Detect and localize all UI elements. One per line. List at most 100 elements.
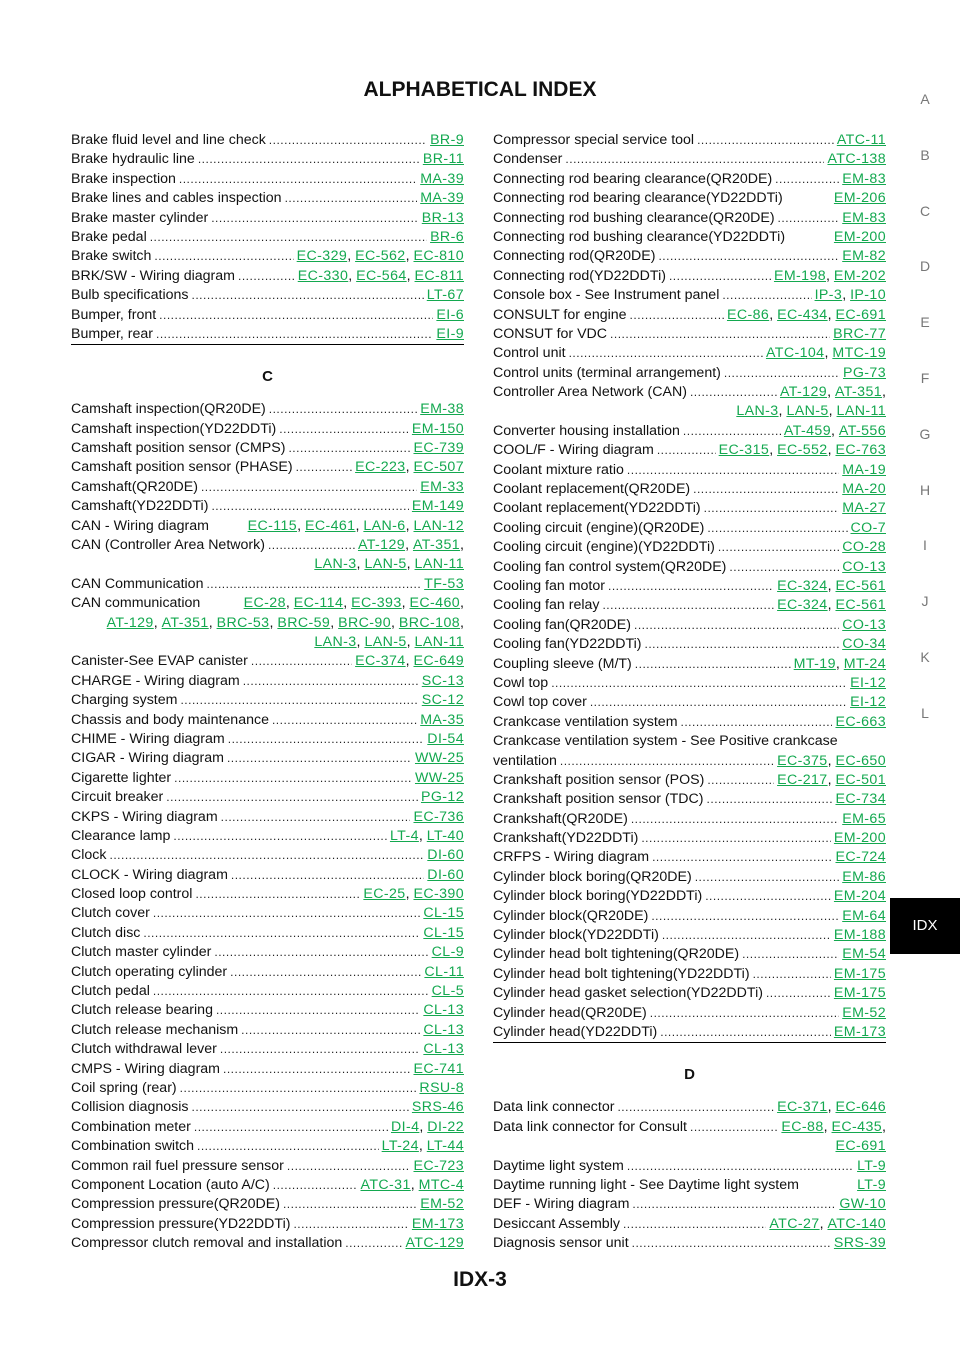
page-ref-link[interactable]: EM-150 [411,420,464,437]
page-ref-link[interactable]: EC-723 [413,1157,464,1174]
page-ref-link[interactable]: EC-374 [355,653,406,670]
page-ref-link[interactable]: CO-34 [842,636,886,653]
page-ref-link[interactable]: MA-20 [842,481,886,498]
page-ref-link[interactable]: LAN-5 [364,633,407,650]
page-ref-link[interactable]: EM-200 [833,228,886,245]
page-ref-link[interactable]: CL-11 [424,963,464,980]
page-ref-link[interactable]: ATC-129 [405,1235,464,1252]
page-ref-link[interactable]: EM-86 [842,868,886,885]
page-ref-link[interactable]: EC-736 [413,808,464,825]
page-ref-link[interactable]: ATC-11 [836,132,886,148]
page-ref-link[interactable]: LAN-3 [314,633,357,650]
section-tab-c[interactable]: C [919,202,931,219]
page-ref-link[interactable]: AT-351 [834,384,883,401]
section-tab-j[interactable]: J [921,593,929,610]
page-ref-link[interactable]: EM-175 [833,985,886,1002]
page-ref-link[interactable]: EC-501 [835,771,886,788]
page-ref-link[interactable]: BR-11 [422,151,464,168]
page-ref-link[interactable]: WW-25 [414,750,464,767]
page-ref-link[interactable]: MT-19 [793,655,836,672]
section-tab-b[interactable]: B [920,146,930,163]
page-ref-link[interactable]: EC-461 [304,517,356,534]
page-ref-link[interactable]: MT-24 [843,655,886,672]
page-ref-link[interactable]: EC-324 [777,597,828,614]
page-ref-link[interactable]: EC-114 [293,595,344,612]
page-ref-link[interactable]: EM-65 [842,810,886,827]
page-ref-link[interactable]: EM-175 [833,965,886,982]
page-ref-link[interactable]: ATC-140 [827,1215,886,1232]
page-ref-link[interactable]: LT-44 [426,1138,464,1155]
page-ref-link[interactable]: GW-10 [839,1196,886,1213]
page-ref-link[interactable]: EI-12 [850,694,886,711]
page-ref-link[interactable]: EM-83 [842,209,886,226]
page-ref-link[interactable]: CO-28 [842,539,886,556]
page-ref-link[interactable]: EI-12 [850,674,886,691]
page-ref-link[interactable]: EC-650 [835,752,886,769]
page-ref-link[interactable]: EC-393 [351,595,402,612]
page-ref-link[interactable]: BRC-53 [216,614,270,631]
page-ref-link[interactable]: EC-434 [777,306,828,323]
page-ref-link[interactable]: EC-691 [835,306,886,323]
page-ref-link[interactable]: CL-15 [423,924,464,941]
page-ref-link[interactable]: LAN-5 [364,556,407,573]
page-ref-link[interactable]: SC-12 [421,692,464,709]
page-ref-link[interactable]: EC-217 [777,771,828,788]
page-ref-link[interactable]: DI-60 [427,866,464,883]
page-ref-link[interactable]: PG-12 [420,789,464,806]
section-tab-i[interactable]: I [923,537,927,554]
page-ref-link[interactable]: EC-28 [243,595,286,612]
page-ref-link[interactable]: ATC-27 [769,1215,820,1232]
page-ref-link[interactable]: LT-24 [381,1138,419,1155]
page-ref-link[interactable]: BR-9 [430,132,464,148]
page-ref-link[interactable]: EM-204 [833,888,886,905]
page-ref-link[interactable]: EC-375 [777,752,828,769]
page-ref-link[interactable]: EM-202 [833,267,886,284]
page-ref-link[interactable]: EM-33 [420,478,464,495]
page-ref-link[interactable]: EM-83 [842,170,886,187]
page-ref-link[interactable]: EC-741 [413,1060,464,1077]
page-ref-link[interactable]: EC-223 [355,459,406,476]
page-ref-link[interactable]: SC-13 [421,672,464,689]
page-ref-link[interactable]: IP-3 [814,287,843,304]
page-ref-link[interactable]: IP-10 [850,287,886,304]
page-ref-link[interactable]: SRS-39 [833,1235,886,1252]
page-ref-link[interactable]: BR-13 [421,209,464,226]
page-ref-link[interactable]: CO-13 [842,558,886,575]
section-tab-e[interactable]: E [920,314,930,331]
page-ref-link[interactable]: EC-561 [835,597,886,614]
page-ref-link[interactable]: EM-188 [833,927,886,944]
page-ref-link[interactable]: ATC-138 [827,151,886,168]
page-ref-link[interactable]: AT-351 [412,537,461,554]
page-ref-link[interactable]: LAN-3 [314,556,357,573]
page-ref-link[interactable]: LAN-11 [414,633,464,650]
page-ref-link[interactable]: EC-724 [835,849,886,866]
page-ref-link[interactable]: DI-22 [427,1118,464,1135]
page-ref-link[interactable]: EM-54 [842,946,886,963]
page-ref-link[interactable]: DI-60 [427,847,464,864]
page-ref-link[interactable]: DI-54 [427,730,464,747]
page-ref-link[interactable]: MTC-19 [832,345,886,362]
page-ref-link[interactable]: EC-811 [414,267,464,284]
page-ref-link[interactable]: EC-88 [781,1118,824,1135]
page-ref-link[interactable]: EC-564 [356,267,407,284]
section-tab-k[interactable]: K [920,649,930,665]
page-ref-link[interactable]: EM-52 [842,1004,886,1021]
page-ref-link[interactable]: EC-25 [363,886,406,903]
page-ref-link[interactable]: EC-330 [297,267,349,284]
page-ref-link[interactable]: CL-13 [423,1002,464,1019]
page-ref-link[interactable]: CL-15 [423,905,464,922]
page-ref-link[interactable]: MA-39 [420,190,464,207]
page-ref-link[interactable]: EI-9 [436,325,464,342]
page-ref-link[interactable]: MTC-4 [418,1176,464,1193]
page-ref-link[interactable]: LAN-11 [414,556,464,573]
section-tab-l[interactable]: L [921,704,929,721]
page-ref-link[interactable]: EM-52 [420,1196,464,1213]
page-ref-link[interactable]: EC-329 [296,248,348,265]
section-tab-h[interactable]: H [919,481,931,498]
page-ref-link[interactable]: LAN-11 [836,403,886,420]
page-ref-link[interactable]: LT-40 [426,827,464,844]
page-ref-link[interactable]: EC-371 [777,1099,828,1116]
page-ref-link[interactable]: PG-73 [842,364,886,381]
section-tab-f[interactable]: F [920,370,930,386]
page-ref-link[interactable]: CO-7 [850,519,886,536]
